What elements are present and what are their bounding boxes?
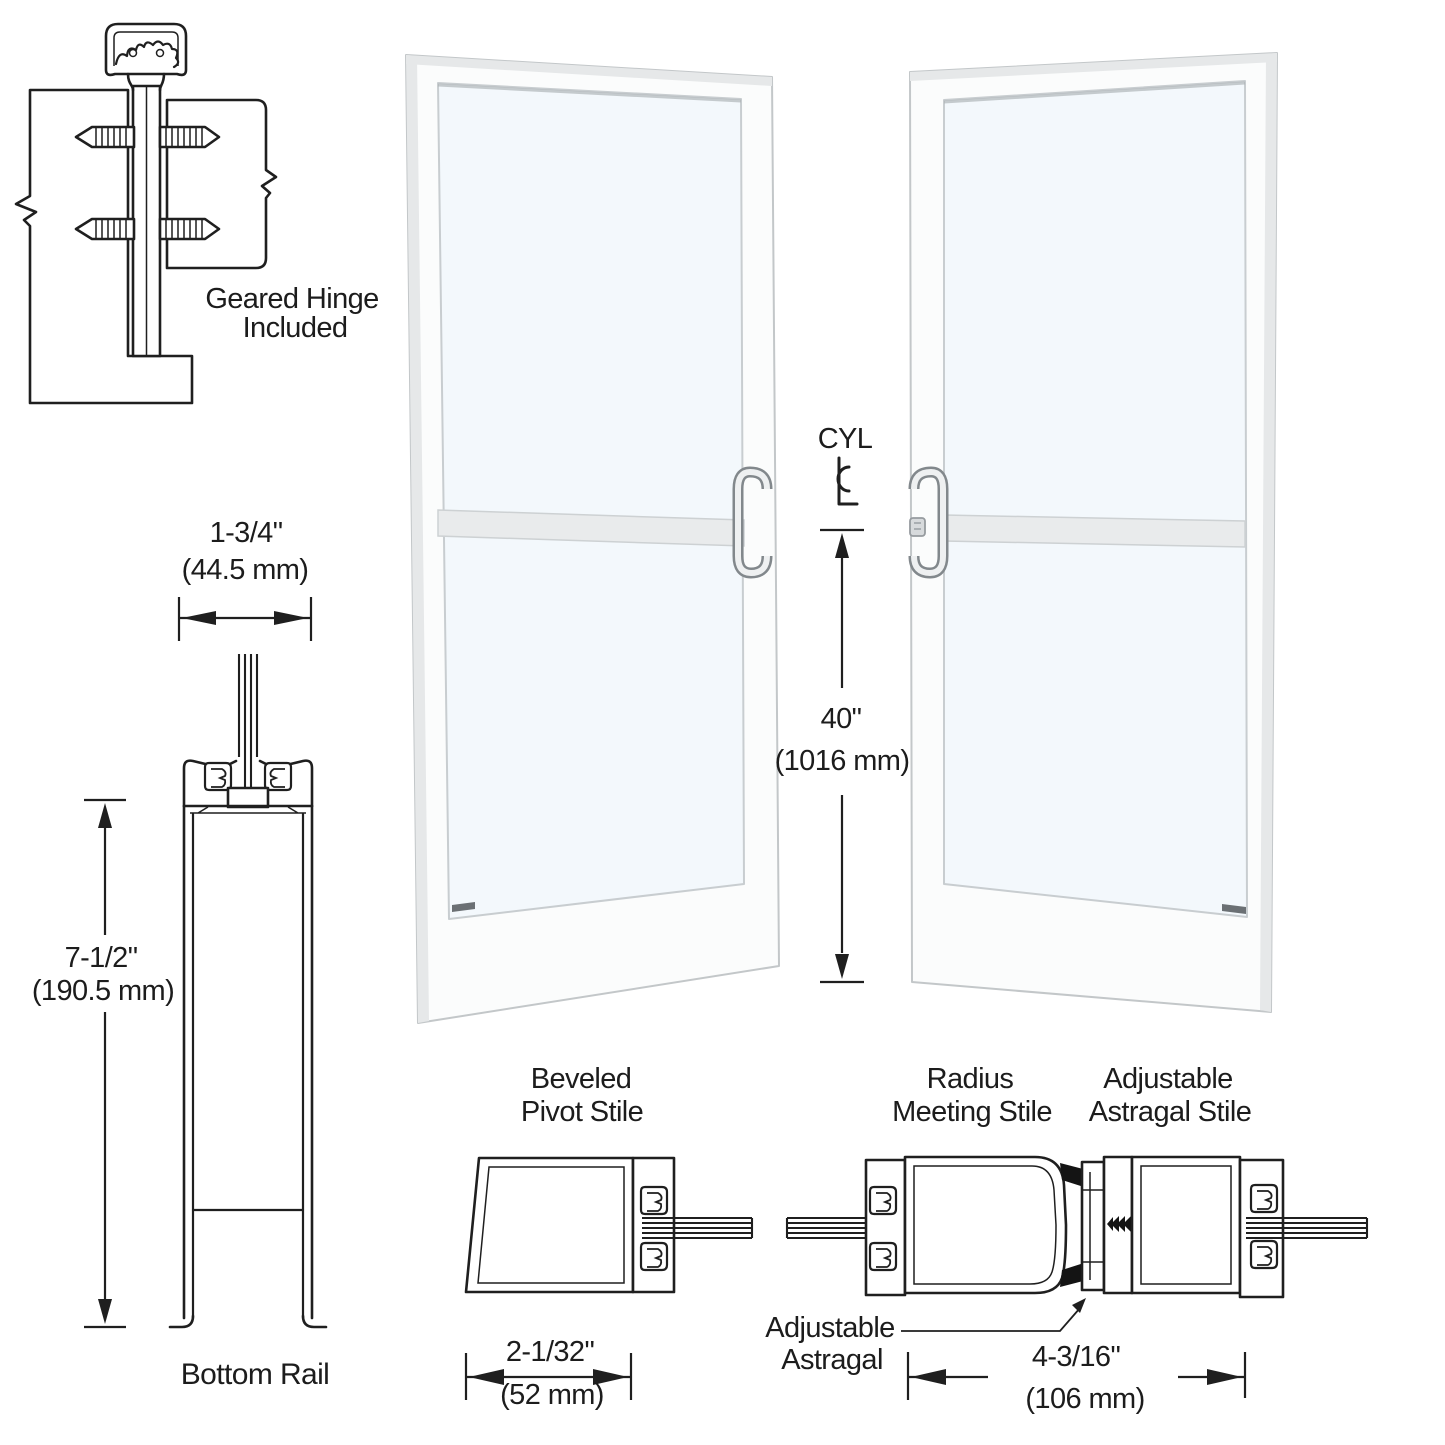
left-door xyxy=(405,54,780,1024)
hinge-jamb-profile xyxy=(14,88,194,405)
label-adjustable-astragal-line2: Astragal xyxy=(781,1344,883,1376)
glazing-gasket-icon xyxy=(203,761,233,792)
glazing-gasket-icon xyxy=(639,1241,669,1272)
left-door-glass xyxy=(437,82,745,920)
label-cyl: CYL xyxy=(817,423,873,455)
geared-hinge-section-icon xyxy=(14,22,278,405)
left-door-pull-handle xyxy=(732,466,773,579)
glazing-gasket-icon xyxy=(1249,1239,1279,1270)
dim-astragal-width-graphic xyxy=(906,1352,1247,1400)
glass-edge-lines xyxy=(1246,1216,1369,1240)
right-door-pull-handle xyxy=(908,466,949,579)
glazing-gasket-icon xyxy=(868,1185,898,1216)
glass-edge-lines xyxy=(785,1216,905,1240)
dim-rail-width-graphic xyxy=(177,597,313,641)
dim-door-cyl-height-mm: (1016 mm) xyxy=(774,745,910,777)
screw-icon xyxy=(74,217,221,241)
right-door-hinge-edge xyxy=(1260,53,1277,1012)
dim-astragal-width-mm: (106 mm) xyxy=(1025,1383,1145,1415)
adjustable-astragal-leader xyxy=(901,1298,1086,1332)
dim-rail-height-graphic xyxy=(84,798,126,1329)
bottom-rail-section xyxy=(84,597,328,1329)
glass-edge-lines xyxy=(237,654,259,790)
gear-teeth xyxy=(114,40,180,69)
right-door-top-edge xyxy=(910,53,1277,81)
dim-door-cyl-height-in: 40" xyxy=(820,703,862,735)
label-astragal-stile-line1: Adjustable xyxy=(1103,1063,1233,1095)
weep-notch xyxy=(1222,904,1246,914)
dim-rail-height-in: 7-1/2" xyxy=(64,942,138,974)
label-meeting-stile-line2: Meeting Stile xyxy=(892,1096,1052,1128)
dim-rail-height-mm: (190.5 mm) xyxy=(31,975,175,1007)
dim-rail-width-mm: (44.5 mm) xyxy=(181,554,309,586)
hinge-knuckle-cap xyxy=(104,22,188,77)
hinge-door-profile xyxy=(165,98,278,270)
left-door-hinge-edge xyxy=(406,55,429,1023)
radius-meeting-stile-section xyxy=(785,1155,1087,1297)
glazing-gasket-icon xyxy=(263,761,293,792)
cyl-annotation xyxy=(820,456,864,984)
astragal-clip xyxy=(1060,1262,1087,1287)
right-door-glass xyxy=(943,80,1248,918)
double-door-elevation xyxy=(405,52,1278,1024)
dim-pivot-width-graphic xyxy=(464,1353,633,1400)
dim-cyl-height-graphic xyxy=(820,528,864,984)
stile-cross-sections xyxy=(464,1155,1369,1400)
glazing-gasket-icon xyxy=(868,1241,898,1272)
label-pivot-stile-line2: Pivot Stile xyxy=(520,1096,644,1128)
left-door-midrail xyxy=(437,509,745,547)
adjustable-astragal-bar xyxy=(1080,1160,1106,1292)
setting-block xyxy=(226,786,270,809)
dim-astragal-width-in: 4-3/16" xyxy=(1031,1341,1121,1373)
label-geared-hinge-line1: Geared Hinge xyxy=(205,283,379,315)
label-astragal-stile-line2: Astragal Stile xyxy=(1088,1096,1252,1128)
label-pivot-stile-line1: Beveled xyxy=(530,1063,632,1095)
dim-rail-width-in: 1-3/4" xyxy=(209,517,283,549)
dim-pivot-width-in: 2-1/32" xyxy=(505,1336,595,1368)
astragal-clip xyxy=(1060,1163,1087,1188)
rail-body-profile xyxy=(168,804,328,1329)
right-door xyxy=(908,52,1278,1013)
dim-pivot-width-mm: (52 mm) xyxy=(500,1379,604,1411)
beveled-pivot-stile-section xyxy=(464,1156,754,1294)
glazing-gasket-icon xyxy=(639,1185,669,1216)
adjustable-astragal-stile-section xyxy=(1080,1155,1369,1299)
label-meeting-stile-line1: Radius xyxy=(926,1063,1014,1095)
label-geared-hinge-line2: Included xyxy=(242,312,348,344)
label-bottom-rail: Bottom Rail xyxy=(180,1358,330,1391)
right-door-midrail xyxy=(943,514,1246,548)
rail-glazing-clamp xyxy=(182,759,314,808)
label-adjustable-astragal-line1: Adjustable xyxy=(765,1312,895,1344)
lock-cylinder xyxy=(909,517,926,537)
left-door-top-edge xyxy=(406,55,772,86)
weep-notch xyxy=(452,902,475,912)
centerline-symbol-icon xyxy=(836,456,859,506)
glass-edge-lines xyxy=(642,1216,754,1240)
glazing-gasket-icon xyxy=(1249,1183,1279,1214)
screw-icon xyxy=(74,125,221,149)
